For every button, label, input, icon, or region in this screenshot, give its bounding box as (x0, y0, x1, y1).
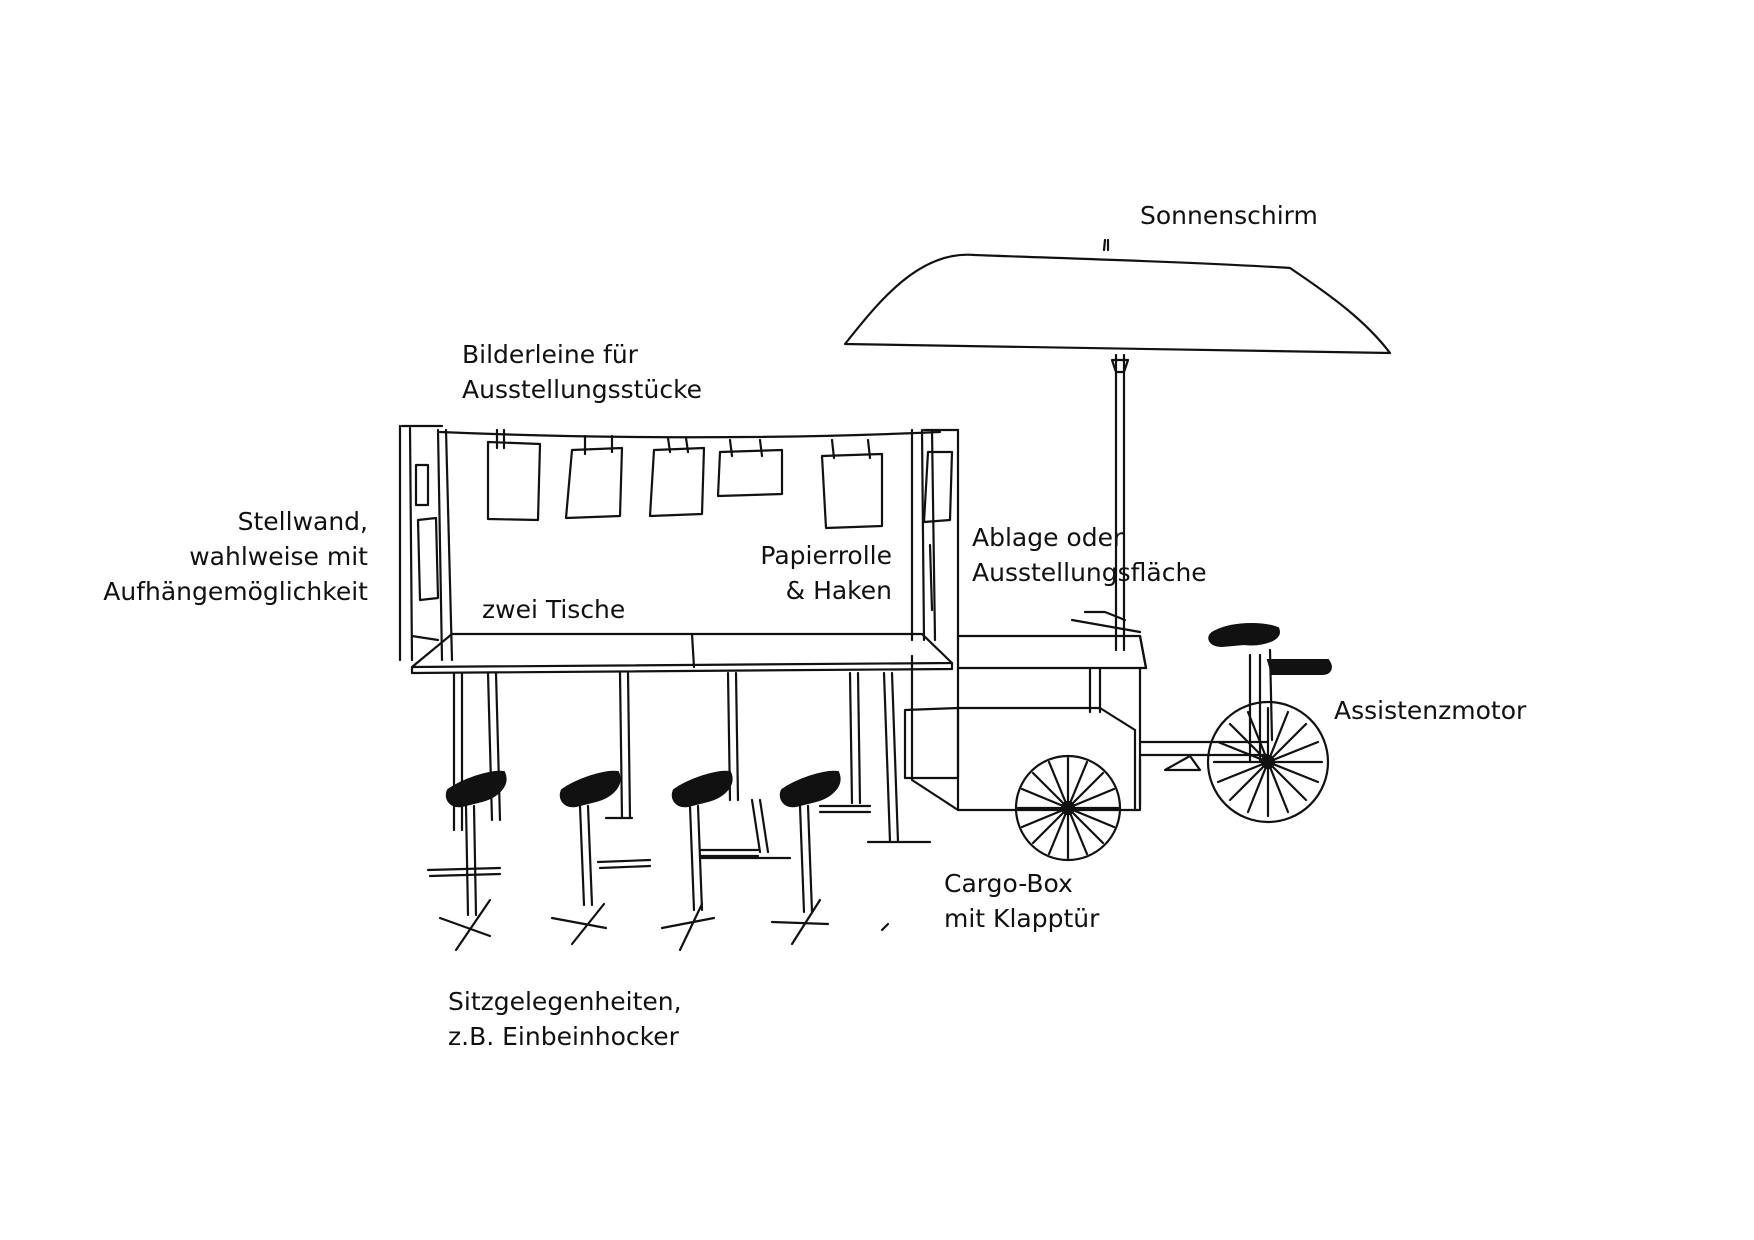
display-wall (398, 424, 454, 662)
label-tables: zwei Tische (482, 595, 626, 624)
label-display-wall: Stellwand, wahlweise mit Aufhängemöglich… (60, 504, 368, 609)
label-cargo-box-1: Cargo-Box (944, 869, 1073, 898)
label-motor: Assistenzmotor (1334, 696, 1527, 725)
rear-wheel (1206, 700, 1330, 824)
label-paper-roll: Papierrolle & Haken (740, 538, 892, 608)
label-seats: Sitzgelegenheiten, z.B. Einbeinhocker (448, 984, 682, 1054)
tables (410, 632, 954, 860)
bike-frame (1138, 648, 1274, 807)
label-display-wall-3: Aufhängemöglichkeit (103, 577, 368, 606)
label-display-wall-1: Stellwand, (237, 507, 368, 536)
label-paper-roll-1: Papierrolle (760, 541, 892, 570)
stools (426, 770, 890, 952)
cargo-box (903, 610, 1148, 812)
label-seats-2: z.B. Einbeinhocker (448, 1022, 679, 1051)
label-umbrella: Sonnenschirm (1140, 201, 1318, 230)
label-shelf-2: Ausstellungsfläche (972, 558, 1207, 587)
label-shelf-1: Ablage oder (972, 523, 1124, 552)
label-display-wall-2: wahlweise mit (189, 542, 368, 571)
paper-roll-post (910, 428, 960, 642)
label-cargo-box: Cargo-Box mit Klapptür (944, 866, 1099, 936)
umbrella (843, 238, 1392, 652)
label-paper-roll-2: & Haken (785, 576, 892, 605)
picture-line (438, 428, 942, 530)
label-seats-1: Sitzgelegenheiten, (448, 987, 682, 1016)
label-picture-line-1: Bilderleine für (462, 340, 638, 369)
label-shelf: Ablage oder Ausstellungsfläche (972, 520, 1207, 590)
saddles (1208, 622, 1332, 675)
label-cargo-box-2: mit Klapptür (944, 904, 1100, 933)
front-wheel (1014, 754, 1122, 862)
label-picture-line: Bilderleine für Ausstellungsstücke (462, 337, 702, 407)
label-picture-line-2: Ausstellungsstücke (462, 375, 703, 404)
